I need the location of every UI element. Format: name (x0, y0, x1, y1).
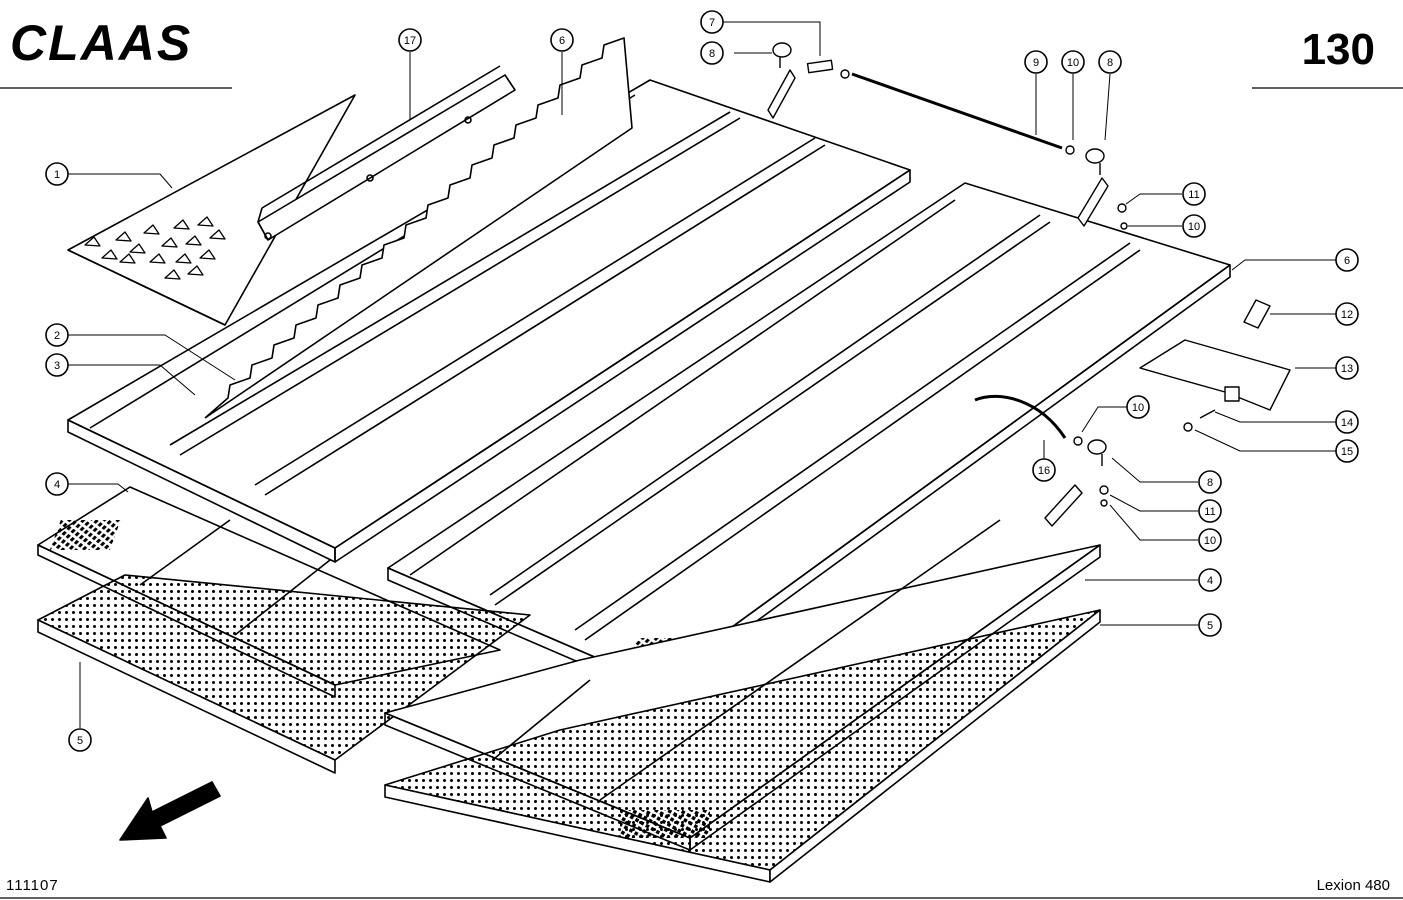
callout-4-right: 4 (1198, 568, 1222, 592)
part-5-perforated-plate-right (384, 609, 1101, 883)
svg-text:2: 2 (54, 330, 60, 342)
callout-5-right: 5 (1198, 613, 1222, 637)
part-1-lug-plate (67, 94, 356, 326)
callout-11-upper: 11 (1182, 182, 1206, 206)
callout-8-upper: 8 (700, 41, 724, 65)
callout-14: 14 (1335, 410, 1359, 434)
brand-logo: CLAAS (0, 15, 232, 89)
svg-text:6: 6 (1344, 255, 1350, 267)
svg-text:13: 13 (1341, 363, 1353, 375)
callout-11-lower: 11 (1198, 499, 1222, 523)
callout-17: 17 (398, 28, 422, 52)
callout-16: 16 (1032, 458, 1056, 482)
callout-2: 2 (45, 323, 69, 347)
svg-text:11: 11 (1204, 506, 1215, 518)
callout-9: 9 (1024, 50, 1048, 74)
callout-10-bracket: 10 (1182, 214, 1206, 238)
page-number-block: 130 (1252, 25, 1403, 89)
callout-8-lower: 8 (1198, 470, 1222, 494)
svg-text:10: 10 (1204, 535, 1216, 547)
svg-text:14: 14 (1341, 417, 1353, 429)
callout-4-left: 4 (45, 472, 69, 496)
ball-joint-8-upper (772, 42, 792, 58)
svg-text:3: 3 (54, 360, 60, 372)
callout-10-rod: 10 (1126, 395, 1150, 419)
svg-text:8: 8 (1207, 477, 1213, 489)
callout-6-left: 6 (550, 28, 574, 52)
page-number: 130 (1302, 25, 1375, 74)
ball-joint-8-lower (1087, 439, 1107, 455)
brand-logo-text: CLAAS (10, 15, 192, 71)
drawing-number: 111107 (6, 877, 59, 894)
callout-10-lower: 10 (1198, 528, 1222, 552)
hardware (767, 42, 1291, 527)
svg-text:8: 8 (1107, 57, 1113, 69)
direction-arrow-icon (119, 781, 221, 841)
svg-text:10: 10 (1188, 221, 1200, 233)
callout-bubbles: 1 2 3 4 4 5 5 6 6 7 8 8 8 9 10 10 10 10 … (45, 10, 1359, 752)
part-6-upper-frame-left (67, 79, 911, 563)
svg-text:12: 12 (1341, 309, 1353, 321)
callout-6-right: 6 (1335, 248, 1359, 272)
svg-text:16: 16 (1038, 465, 1050, 477)
part-2-sawtooth-rail (204, 37, 633, 419)
svg-text:9: 9 (1033, 57, 1039, 69)
svg-text:4: 4 (1207, 575, 1213, 587)
ball-joint-8-right (1085, 148, 1105, 164)
svg-text:5: 5 (1207, 620, 1213, 632)
callout-1: 1 (45, 162, 69, 186)
svg-text:7: 7 (709, 17, 715, 29)
svg-text:8: 8 (709, 48, 715, 60)
svg-text:6: 6 (559, 35, 565, 47)
callout-13: 13 (1335, 356, 1359, 380)
svg-text:5: 5 (77, 735, 83, 747)
part-17-angle-strip (257, 65, 516, 241)
callout-leaders (68, 21, 1336, 728)
callout-7: 7 (700, 10, 724, 34)
model-name: Lexion 480 (1317, 877, 1390, 894)
callout-12: 12 (1335, 302, 1359, 326)
svg-text:11: 11 (1188, 189, 1199, 201)
svg-text:10: 10 (1067, 57, 1079, 69)
svg-text:4: 4 (54, 479, 60, 491)
callout-8-right: 8 (1098, 50, 1122, 74)
svg-text:10: 10 (1132, 402, 1144, 414)
svg-text:15: 15 (1341, 446, 1353, 458)
svg-text:17: 17 (404, 35, 416, 47)
callout-5-left: 5 (68, 728, 92, 752)
callout-15: 15 (1335, 439, 1359, 463)
svg-text:1: 1 (54, 169, 60, 181)
footer: 111107 Lexion 480 (0, 877, 1403, 899)
callout-10-top: 10 (1061, 50, 1085, 74)
part-5-perforated-plate-left (37, 574, 531, 774)
callout-3: 3 (45, 353, 69, 377)
